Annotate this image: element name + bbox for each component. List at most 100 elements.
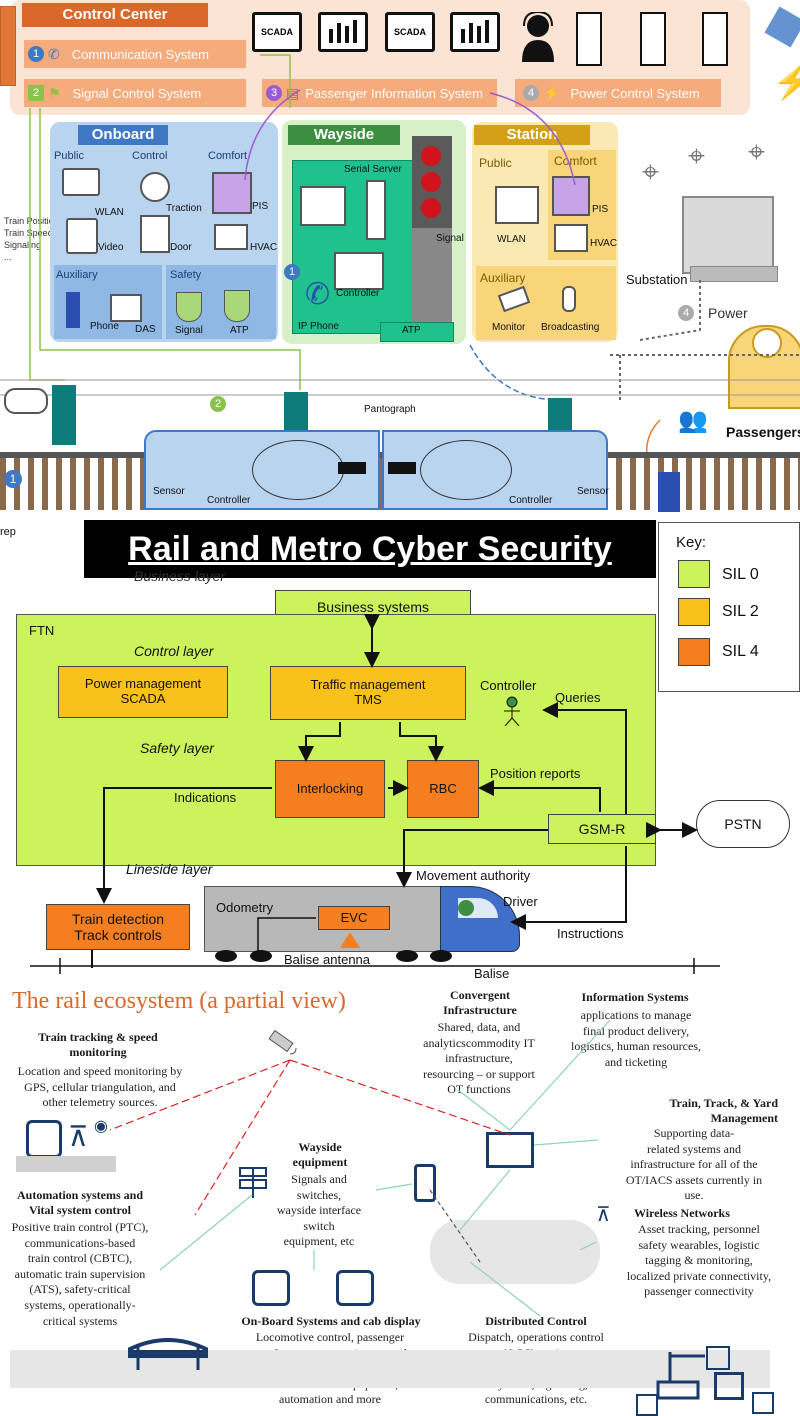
onboard-comfort: Comfort	[208, 150, 248, 162]
position-reports-label: Position reports	[490, 766, 581, 781]
convergent-title: Convergent Infrastructure	[443, 988, 517, 1017]
train-nose	[440, 886, 520, 952]
package-icon-2	[752, 1392, 774, 1414]
interlocking-box: Interlocking	[275, 760, 385, 818]
train-position-label: Train Position	[4, 216, 59, 226]
key-swatch-sil0	[678, 560, 710, 588]
power-tower-icon-1: ⌖	[642, 156, 659, 189]
left-antenna-pole	[52, 385, 76, 445]
communication-system-bar: 1 ✆ Communication System	[24, 40, 246, 68]
train-speed-label: Train Speed	[4, 228, 53, 238]
phone-icon: ✆	[48, 45, 60, 62]
rail-ecosystem: The rail ecosystem (a partial view) Trai…	[0, 980, 800, 1416]
metro-train-icon-1	[252, 1270, 290, 1306]
package-icon	[706, 1346, 730, 1370]
satellite-dish-icon	[264, 1024, 304, 1064]
banner: Rail and Metro Cyber Security	[84, 520, 656, 578]
badge-4: 4	[523, 85, 539, 101]
odometry-label: Odometry	[216, 900, 274, 915]
onboard-das: DAS	[135, 324, 156, 335]
wireless-text: Asset tracking, personnel safety wearabl…	[626, 1222, 772, 1299]
signal-control-system-bar: 2 ⚑ Signal Control System	[24, 79, 246, 107]
station-auxiliary-panel	[476, 266, 616, 340]
signpost-icon	[238, 1164, 268, 1198]
metro-train-icon-2	[336, 1270, 374, 1306]
wayside-badge-1: 1	[284, 264, 300, 280]
station-hvac-icon	[554, 224, 588, 252]
business-layer-label: Business layer	[134, 568, 226, 584]
router-icon-left	[338, 462, 366, 474]
bridge-icon	[127, 1330, 209, 1370]
wheel-1	[215, 950, 237, 962]
wayside-atp-label: ATP	[402, 325, 421, 336]
key-label-sil4: SIL 4	[722, 643, 759, 660]
station-pis: PIS	[592, 204, 609, 215]
wayside-eq-title: Wayside equipment	[292, 1140, 348, 1169]
clock-icon	[752, 328, 782, 358]
serial-server-label: Serial Server	[344, 164, 402, 175]
sil-diagram: Business layer Business systems FTN Cont…	[0, 522, 800, 981]
badge-2: 2	[28, 85, 44, 101]
onboard-control: Control	[132, 150, 168, 162]
signal-light-1	[421, 146, 441, 166]
onboard-atp: ATP	[230, 325, 249, 336]
convergent-text: Shared, data, and analyticscommodity IT …	[423, 1020, 535, 1097]
ecosystem-title: The rail ecosystem (a partial view)	[12, 988, 346, 1014]
traffic-light-icon	[414, 1164, 436, 1202]
controller-label: Controller	[336, 288, 380, 299]
onboard-door: Door	[170, 242, 192, 253]
scada-monitor-icon-2: SCADA	[385, 12, 435, 52]
traction-icon	[140, 172, 170, 202]
key-label-sil2: SIL 2	[722, 603, 759, 620]
sil-arrows	[30, 614, 720, 974]
lightning-icon: ⚡	[772, 63, 800, 101]
driver-icon	[458, 900, 474, 916]
train-tracking-title: Train tracking & speed monitoring	[38, 1030, 158, 1059]
scada-monitor-icon: SCADA	[252, 12, 302, 52]
crane-icon	[650, 1352, 710, 1402]
onboard-auxiliary: Auxiliary	[56, 269, 98, 281]
substation-label: Substation	[626, 272, 688, 287]
wireless-tower-icon: ⊼	[596, 1204, 611, 1226]
chart-monitor-icon-2	[450, 12, 500, 52]
signal-light-2	[421, 172, 441, 192]
building-icon	[486, 1132, 534, 1168]
ttym-title: Train, Track, & Yard Management	[669, 1096, 778, 1125]
traffic-light-icon	[4, 388, 48, 414]
bar-chart-icon	[461, 20, 489, 43]
controller-label: Controller	[480, 678, 537, 693]
instructions-label: Instructions	[557, 926, 624, 941]
onboard-hvac: HVAC	[250, 242, 278, 253]
serial-server-icon	[366, 180, 386, 240]
power-control-system-label: Power Control System	[570, 85, 700, 101]
balise-label: Balise	[474, 966, 510, 981]
key-label-sil0: SIL 0	[722, 566, 759, 583]
sensor-right-label: Sensor	[577, 486, 609, 497]
controller-icon	[334, 252, 384, 290]
atp-box	[380, 322, 454, 342]
signal-badge-2: 2	[210, 396, 226, 412]
radio-phone-icon	[66, 292, 80, 328]
video-icon	[66, 218, 98, 254]
ecosystem-connectors	[109, 1019, 611, 1317]
forklift-icon	[714, 1372, 744, 1400]
safety-layer-label: Safety layer	[140, 740, 214, 756]
power-control-system-bar: 4 ⚡ Power Control System	[515, 79, 721, 107]
wheel-4	[430, 950, 452, 962]
ip-phone-label: IP Phone	[298, 321, 339, 332]
rep-label: rep	[0, 526, 16, 538]
evc-box: EVC	[318, 906, 390, 930]
wayside-signal-label: Signal	[436, 233, 464, 244]
driver-label: Driver	[503, 894, 538, 909]
control-layer-label: Control layer	[134, 643, 214, 659]
key-swatch-sil4	[678, 638, 710, 666]
transformer-row	[690, 266, 778, 282]
lineside-layer-label: Lineside layer	[126, 861, 213, 877]
tower-icon: ⊼	[68, 1121, 89, 1152]
station-wlan: WLAN	[497, 234, 526, 245]
wireless-title: Wireless Networks	[634, 1206, 730, 1220]
indications-label: Indications	[174, 790, 237, 805]
passengers-icon: 👥	[678, 407, 708, 434]
signaling-label: Signaling	[4, 240, 42, 250]
server-icon	[576, 12, 602, 66]
